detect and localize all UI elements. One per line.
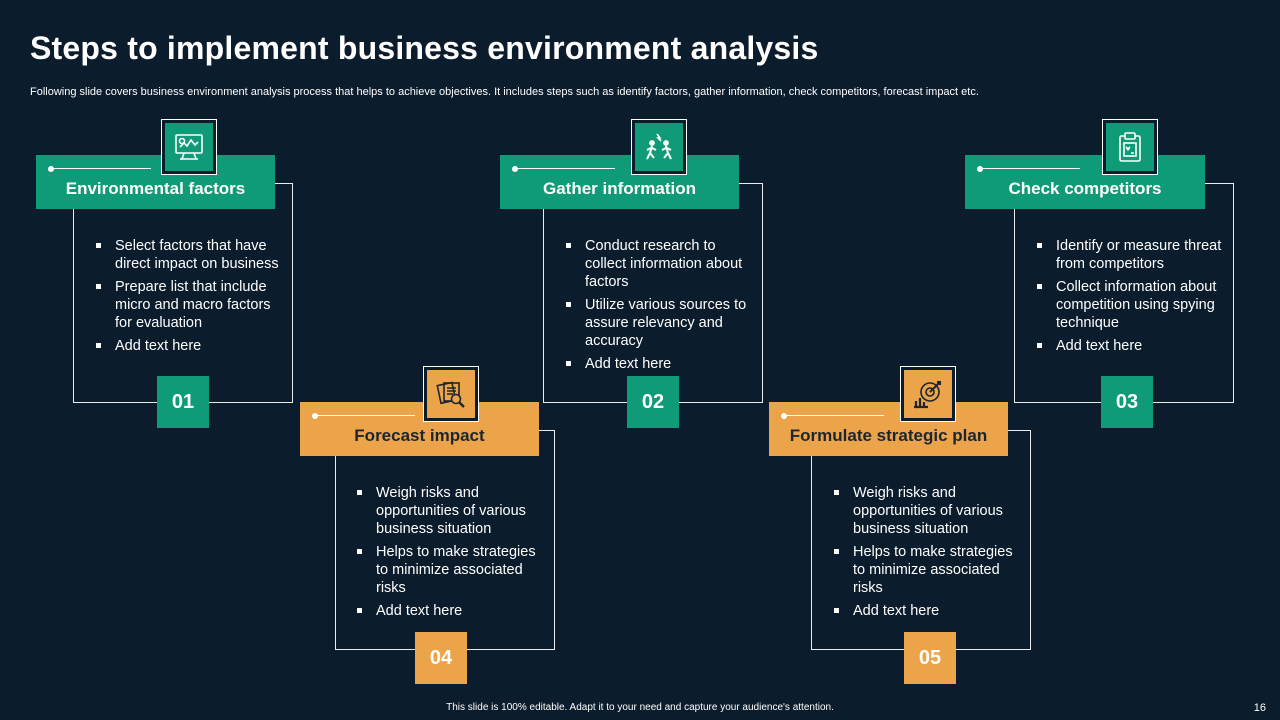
bullet-item: Weigh risks and opportunities of various… bbox=[834, 484, 1024, 538]
bullet-item: Add text here bbox=[357, 602, 547, 620]
documents-magnifier-icon bbox=[423, 366, 479, 422]
step-number: 04 bbox=[415, 632, 467, 684]
clipboard-icon bbox=[1102, 119, 1158, 175]
bullet-item: Helps to make strategies to minimize ass… bbox=[834, 543, 1024, 597]
step-bullets: Identify or measure threat from competit… bbox=[1037, 237, 1227, 360]
bullet-item: Utilize various sources to assure releva… bbox=[566, 296, 756, 350]
step-bullets: Conduct research to collect information … bbox=[566, 237, 756, 378]
step-title: Check competitors bbox=[1008, 179, 1162, 198]
step-number: 05 bbox=[904, 632, 956, 684]
header-dot bbox=[781, 413, 787, 419]
slide-footer: This slide is 100% editable. Adapt it to… bbox=[446, 702, 834, 713]
header-dot bbox=[977, 166, 983, 172]
bullet-item: Weigh risks and opportunities of various… bbox=[357, 484, 547, 538]
header-dot bbox=[512, 166, 518, 172]
step-header: Gather information bbox=[500, 155, 739, 209]
slide-subtitle: Following slide covers business environm… bbox=[30, 86, 979, 98]
step-bullets: Weigh risks and opportunities of various… bbox=[834, 484, 1024, 625]
step-number: 01 bbox=[157, 376, 209, 428]
header-dot bbox=[48, 166, 54, 172]
step-header: Formulate strategic plan bbox=[769, 402, 1008, 456]
header-line bbox=[315, 415, 415, 416]
step-title: Formulate strategic plan bbox=[789, 426, 988, 445]
bullet-item: Collect information about competition us… bbox=[1037, 278, 1227, 332]
step-title: Gather information bbox=[542, 179, 696, 198]
step-title: Environmental factors bbox=[65, 179, 246, 198]
slide-title: Steps to implement business environment … bbox=[30, 30, 819, 66]
bullet-item: Add text here bbox=[96, 337, 286, 355]
step-header: Environmental factors bbox=[36, 155, 275, 209]
bullet-item: Identify or measure threat from competit… bbox=[1037, 237, 1227, 273]
header-line bbox=[784, 415, 884, 416]
monitor-chart-icon bbox=[161, 119, 217, 175]
bullet-item: Select factors that have direct impact o… bbox=[96, 237, 286, 273]
bullet-item: Prepare list that include micro and macr… bbox=[96, 278, 286, 332]
bullet-item: Helps to make strategies to minimize ass… bbox=[357, 543, 547, 597]
people-running-icon bbox=[631, 119, 687, 175]
step-number: 02 bbox=[627, 376, 679, 428]
step-title: Forecast impact bbox=[354, 426, 485, 445]
bullet-item: Add text here bbox=[566, 355, 756, 373]
header-dot bbox=[312, 413, 318, 419]
header-line bbox=[51, 168, 151, 169]
chart-target-icon bbox=[900, 366, 956, 422]
step-bullets: Weigh risks and opportunities of various… bbox=[357, 484, 547, 625]
step-number: 03 bbox=[1101, 376, 1153, 428]
step-bullets: Select factors that have direct impact o… bbox=[96, 237, 286, 360]
bullet-item: Conduct research to collect information … bbox=[566, 237, 756, 291]
page-number: 16 bbox=[1253, 702, 1266, 714]
header-line bbox=[515, 168, 615, 169]
bullet-item: Add text here bbox=[834, 602, 1024, 620]
header-line bbox=[980, 168, 1080, 169]
step-header: Forecast impact bbox=[300, 402, 539, 456]
bullet-item: Add text here bbox=[1037, 337, 1227, 355]
step-header: Check competitors bbox=[965, 155, 1205, 209]
